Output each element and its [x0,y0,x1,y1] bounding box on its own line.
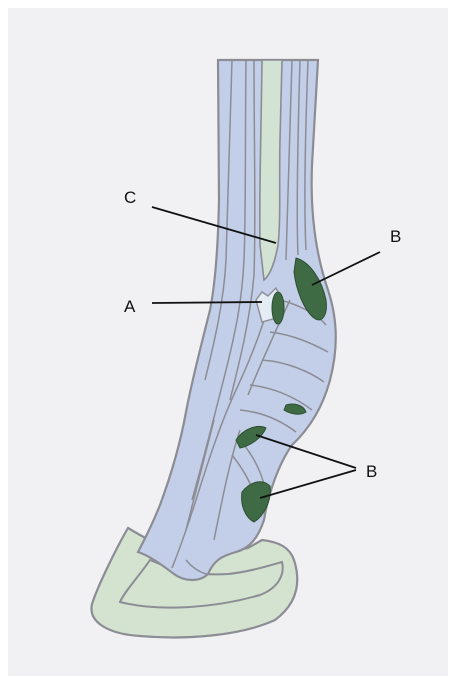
label-b-lower: B [366,462,377,481]
label-b-upper: B [390,227,401,246]
label-c: C [124,188,136,207]
label-a: A [124,297,136,316]
lesion-a [272,292,284,324]
leader-a [152,302,262,303]
